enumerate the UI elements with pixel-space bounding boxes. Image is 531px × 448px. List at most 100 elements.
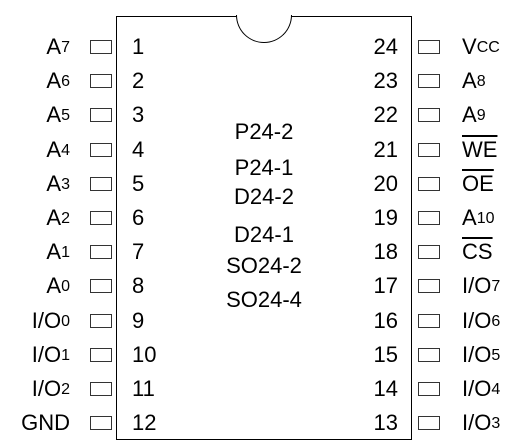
pin-pad [90, 382, 112, 396]
pin-number: 17 [373, 273, 398, 299]
signal-name: WE [462, 136, 498, 162]
pin-number: 19 [373, 205, 398, 230]
pin-pad [90, 313, 112, 328]
pin-number: 3 [132, 102, 145, 128]
pin-signal-label: WE [462, 136, 498, 162]
pin-pad [418, 40, 440, 54]
pin-number: 11 [132, 376, 155, 401]
signal-name: A [46, 68, 62, 94]
pin-number: 1 [132, 34, 145, 59]
signal-subscript: 4 [61, 141, 70, 159]
pin-number: 12 [132, 410, 157, 436]
pin-signal-label: I/O1 [31, 341, 70, 368]
pin-signal-label: A6 [46, 69, 70, 94]
signal-subscript: 1 [61, 346, 70, 364]
pin-number: 24 [373, 34, 398, 59]
signal-subscript: 8 [476, 73, 486, 91]
pin-number: 15 [373, 341, 398, 367]
pin-number: 13 [373, 410, 398, 436]
pin-signal-label: A2 [46, 206, 70, 231]
pin-pad [418, 382, 440, 396]
pin-pad [418, 176, 440, 191]
pin-pad [418, 74, 440, 89]
pin-number: 5 [132, 170, 145, 196]
pin-number: 20 [373, 170, 398, 196]
pin-number: 6 [132, 205, 145, 230]
pin-pad [90, 176, 112, 191]
signal-name: V [462, 34, 477, 59]
signal-subscript: 0 [61, 278, 70, 296]
pin-signal-label: I/O5 [462, 342, 501, 368]
pin-pad [90, 108, 112, 123]
signal-subscript: 3 [61, 175, 70, 193]
signal-name: A [46, 34, 62, 59]
pin-signal-label: A10 [462, 206, 494, 231]
pin-number: 8 [132, 273, 145, 299]
pin-pad [418, 211, 440, 225]
pin-pad [90, 416, 112, 431]
pin-signal-label: A7 [46, 35, 70, 60]
signal-name: A [462, 205, 477, 230]
signal-subscript: 6 [491, 312, 501, 330]
pin-pad [90, 347, 112, 362]
signal-name: I/O [462, 273, 492, 299]
signal-name: I/O [462, 307, 492, 333]
pin-signal-label: I/O3 [462, 411, 500, 436]
pin-number: 4 [132, 136, 145, 162]
pin-pad [90, 211, 112, 225]
pin-signal-label: A0 [46, 274, 70, 299]
pin-signal-label: I/O4 [462, 377, 500, 402]
ic-package-body [116, 16, 412, 440]
pin-number: 23 [373, 68, 398, 94]
signal-subscript: 2 [61, 210, 70, 227]
signal-name: A [46, 239, 62, 265]
signal-subscript: 6 [61, 73, 70, 91]
signal-name: I/O [31, 307, 62, 333]
signal-name: I/O [462, 376, 492, 401]
signal-name: A [46, 136, 62, 162]
pin-pad [418, 142, 440, 157]
signal-subscript: 3 [491, 415, 501, 433]
signal-name: I/O [462, 410, 492, 436]
signal-name: A [462, 68, 477, 94]
package-type-label: D24-1 [234, 222, 294, 247]
pin-pad [418, 108, 440, 123]
pin-number: 22 [373, 102, 398, 128]
pin-signal-label: I/O7 [462, 274, 500, 299]
signal-name: CS [462, 239, 493, 265]
signal-subscript: 10 [476, 210, 495, 227]
signal-name: I/O [31, 341, 62, 367]
package-type-label: P24-2 [234, 119, 294, 144]
pin-pad [418, 313, 440, 328]
signal-name: GND [21, 410, 70, 436]
package-type-label: P24-1 [234, 155, 294, 180]
package-type-label: SO24-4 [226, 287, 302, 312]
signal-name: I/O [31, 376, 62, 401]
pin-pad [418, 347, 440, 362]
signal-subscript: 5 [61, 107, 70, 125]
pin-number: 14 [373, 376, 398, 401]
pin-number: 2 [132, 68, 145, 94]
pin-pad [90, 142, 112, 157]
pin-signal-label: VCC [462, 35, 500, 60]
pin-number: 18 [373, 239, 398, 265]
pin-signal-label: CS [462, 240, 493, 264]
pin-signal-label: A4 [46, 136, 70, 163]
signal-subscript: CC [476, 39, 500, 56]
signal-subscript: 0 [61, 312, 70, 330]
pin-number: 10 [132, 341, 157, 367]
pin-pad [418, 245, 440, 260]
pin-signal-label: A1 [46, 240, 70, 265]
pin-signal-label: I/O2 [32, 377, 70, 402]
pin-pad [90, 279, 112, 294]
pin-number: 16 [373, 307, 398, 333]
signal-subscript: 5 [491, 346, 501, 364]
pin-signal-label: I/O6 [462, 307, 501, 334]
pin-number: 21 [373, 136, 398, 162]
pin-number: 7 [132, 239, 145, 265]
pin-signal-label: A8 [462, 69, 486, 94]
pin-signal-label: GND [21, 411, 70, 435]
package-type-label: SO24-2 [226, 253, 302, 278]
signal-subscript: 7 [61, 39, 70, 56]
pin-number: 9 [132, 307, 145, 333]
